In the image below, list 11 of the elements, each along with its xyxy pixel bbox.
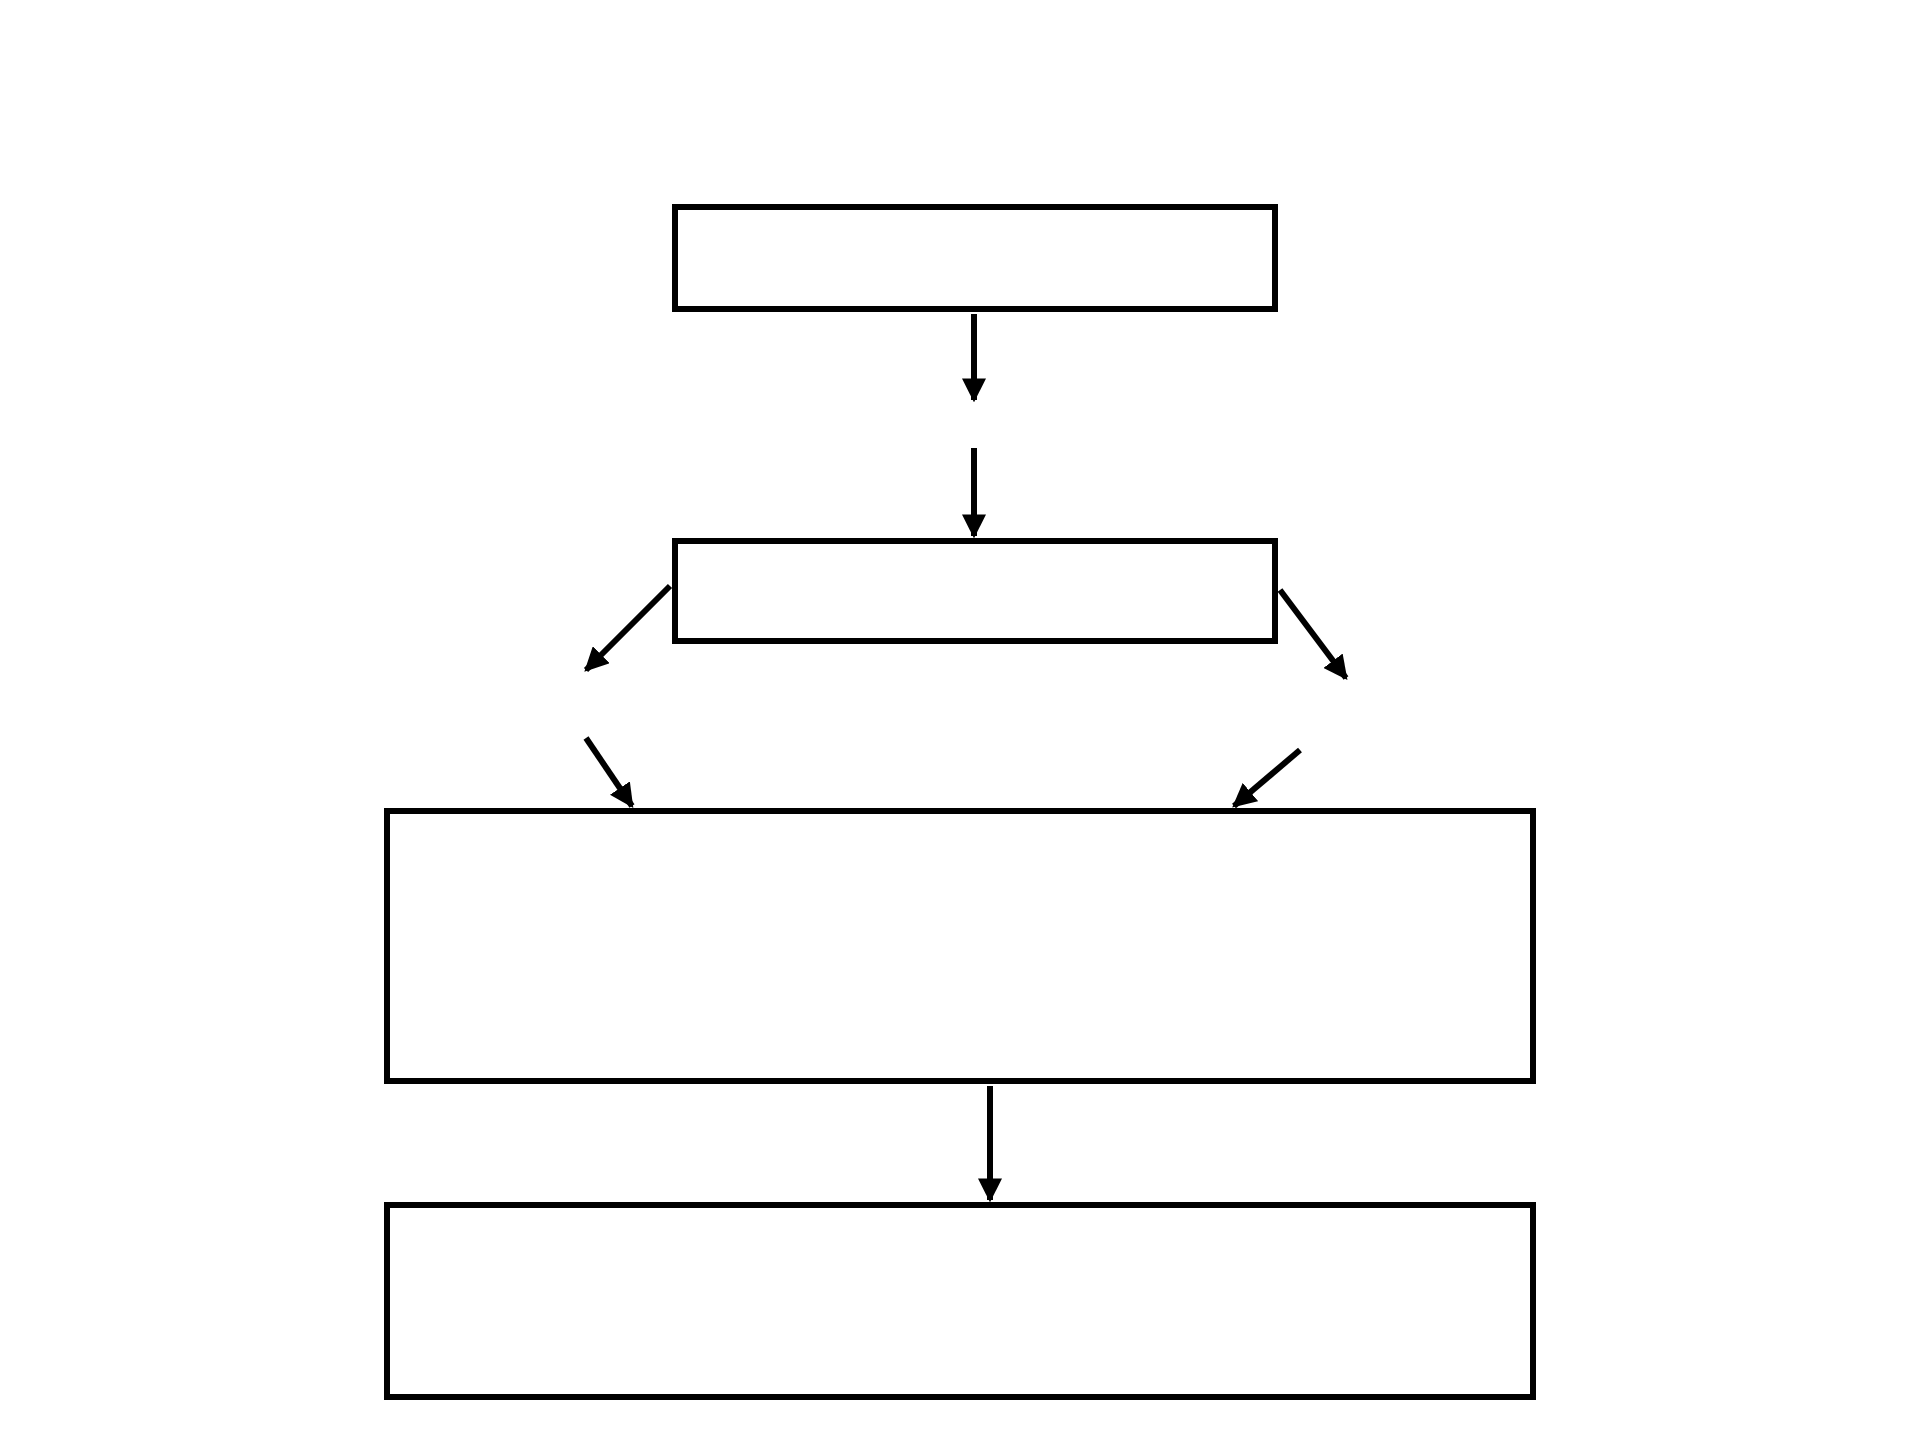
empty-process-box (384, 808, 1536, 1084)
arrow (962, 448, 986, 539)
arrow (978, 1086, 1002, 1203)
arrow (583, 583, 673, 673)
empty-process-box (672, 538, 1278, 644)
empty-process-box (672, 204, 1278, 312)
arrow (1277, 588, 1349, 680)
arrow (962, 314, 986, 403)
empty-process-box (384, 1202, 1536, 1400)
arrow (1232, 747, 1302, 809)
arrow (583, 736, 635, 808)
